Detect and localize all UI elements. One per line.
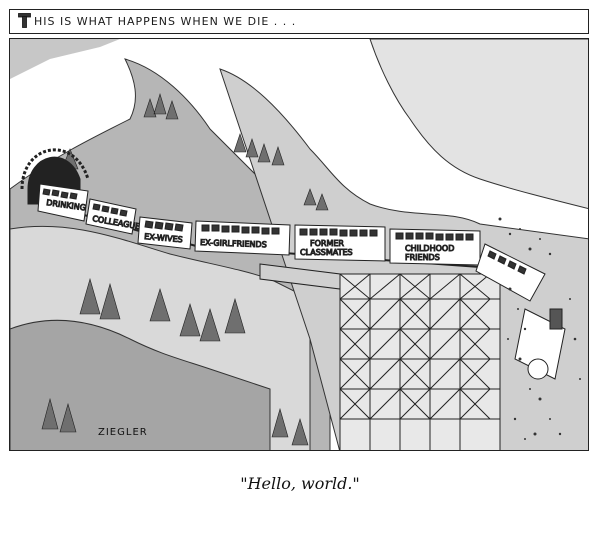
- cartoon-title: HIS IS WHAT HAPPENS WHEN WE DIE . . .: [34, 15, 297, 28]
- cartoon-illustration: DRINKING BUDDIES COLLEAGUES EX-WIVES: [10, 39, 588, 450]
- train-car-colleagues: COLLEAGUES: [85, 198, 146, 235]
- drop-cap-t-icon: [18, 13, 31, 28]
- train-car-ex-wives: EX-WIVES: [137, 216, 193, 250]
- train-car-label: EX-WIVES: [144, 232, 183, 244]
- train-car-falling: [475, 243, 546, 302]
- train-car-label: EX-GIRLFRIENDS: [200, 238, 267, 249]
- train-car-label-line1: CHILDHOOD: [405, 244, 454, 253]
- falling-debris: [498, 217, 581, 440]
- cartoon-panel: DRINKING BUDDIES COLLEAGUES EX-WIVES: [9, 38, 589, 451]
- train-car-label-line1: FORMER: [310, 239, 344, 248]
- cartoon-caption: "Hello, world.": [240, 474, 360, 493]
- artist-signature: ZIEGLER: [98, 427, 148, 438]
- mountain-far-right: [369, 39, 588, 210]
- title-box: HIS IS WHAT HAPPENS WHEN WE DIE . . .: [9, 9, 589, 34]
- train-car-ex-girlfriends: EX-GIRLFRIENDS: [194, 220, 291, 256]
- train-car-childhood-friends: CHILDHOOD FRIENDS: [389, 228, 481, 266]
- train-car-label-line2: FRIENDS: [405, 253, 440, 262]
- train-car-label-line2: CLASSMATES: [300, 248, 353, 257]
- trestle-bridge: [259, 263, 501, 450]
- mountain-left-back: [10, 39, 120, 79]
- locomotive-falling: [514, 308, 566, 380]
- train-car-former-classmates: FORMER CLASSMATES: [294, 224, 386, 262]
- train: DRINKING BUDDIES COLLEAGUES EX-WIVES: [37, 183, 566, 380]
- mountain-ridge-3: [10, 319, 271, 450]
